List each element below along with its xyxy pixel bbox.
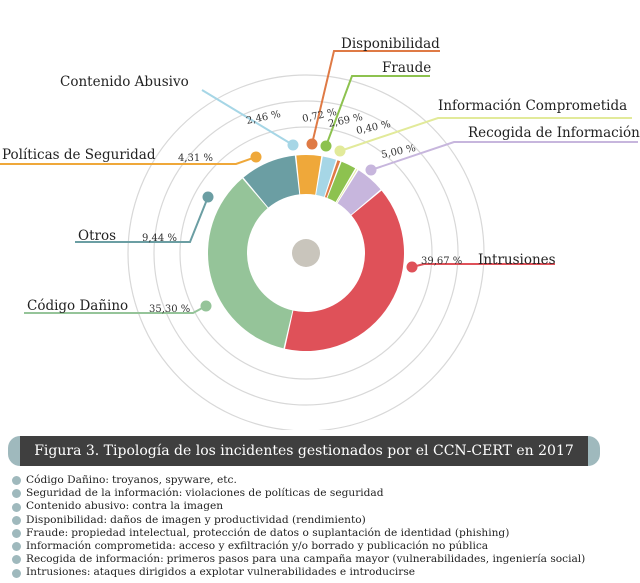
legend-desc: daños de imagen y productividad (rendimi… (110, 513, 366, 526)
legend-desc: propiedad intelectual, protección de dat… (71, 526, 510, 539)
callout-line (339, 117, 632, 152)
legend-item: Seguridad de la información:violaciones … (12, 487, 632, 500)
legend-item: Disponibilidad:daños de imagen y product… (12, 514, 632, 527)
callout-line (311, 50, 440, 145)
callout-dot (334, 145, 346, 157)
category-label: Disponibilidad (341, 36, 440, 52)
legend-term: Código Dañino: (26, 474, 109, 486)
donut-chart: Intrusiones 39,67 % Código Dañino 35,30 % Ot… (0, 36, 640, 430)
legend-term: Seguridad de la información: (26, 487, 183, 500)
bullet-icon (12, 515, 21, 525)
center-dot (292, 239, 320, 267)
callout-dot (250, 151, 262, 163)
callout-dot (200, 300, 212, 312)
callout-dot (287, 139, 299, 151)
legend-desc: ataques dirigidos a explotar vulnerabili… (93, 566, 416, 579)
legend-desc: acceso y exfiltración y/o borrado y publ… (178, 540, 489, 553)
legend-term: Intrusiones: (26, 566, 91, 579)
donut-slice (243, 155, 300, 208)
callout-dot (406, 261, 418, 273)
percent-label: 9,44 % (142, 233, 177, 244)
bullet-icon (12, 528, 21, 538)
legend-term: Fraude: (26, 526, 69, 539)
legend-term: Información comprometida: (26, 540, 176, 553)
legend-term: Recogida de información: (26, 553, 164, 566)
legend-desc: violaciones de políticas de seguridad (185, 487, 384, 500)
donut-slice (327, 161, 356, 202)
bullet-icon (12, 502, 21, 512)
category-label: Políticas de Seguridad (2, 147, 156, 163)
bullet-icon (12, 568, 21, 578)
guide-ring (179, 126, 433, 380)
bullet-icon (12, 476, 21, 486)
bullet-icon (12, 542, 21, 552)
legend-desc: primeros pasos para una campaña mayor (v… (166, 553, 586, 566)
donut-slice (336, 169, 358, 203)
donut-slice (324, 160, 341, 198)
category-label: Otros (78, 228, 116, 244)
bullet-icon (12, 489, 21, 499)
percent-label: 4,31 % (178, 153, 213, 164)
bullet-icon (12, 555, 21, 565)
figure-caption-bar: Figura 3. Tipología de los incidentes ge… (8, 436, 600, 466)
caption-right-cap (588, 436, 600, 466)
category-label: Contenido Abusivo (60, 74, 189, 90)
category-label: Fraude (382, 60, 431, 76)
legend-item: Fraude:propiedad intelectual, protección… (12, 527, 632, 540)
donut-slice (337, 170, 381, 215)
legend-item: Código Dañino:troyanos, spyware, etc. (12, 474, 632, 487)
callout-line (325, 75, 430, 147)
legend-term: Contenido abusivo: (26, 500, 130, 513)
legend-item: Contenido abusivo:contra la imagen (12, 500, 632, 513)
legend-item: Información comprometida:acceso y exfilt… (12, 540, 632, 553)
callout-dot (365, 164, 377, 176)
category-label: Intrusiones (478, 252, 556, 268)
legend-desc: contra la imagen (132, 500, 224, 513)
category-label: Código Dañino (27, 298, 128, 314)
callout-line (75, 196, 209, 243)
donut-slices (208, 155, 404, 351)
legend-desc: troyanos, spyware, etc. (111, 474, 237, 486)
donut-slice (284, 190, 404, 351)
guide-ring (127, 74, 485, 430)
percent-label: 5,00 % (380, 143, 416, 161)
callout-dot (306, 138, 318, 150)
category-label: Recogida de Información (468, 125, 640, 141)
figure-caption: Figura 3. Tipología de los incidentes ge… (20, 436, 588, 466)
legend-term: Disponibilidad: (26, 513, 108, 526)
percent-label: 35,30 % (149, 304, 190, 315)
callout-line (370, 141, 638, 171)
guide-rings (127, 74, 485, 430)
donut-slice (296, 155, 322, 195)
slice-callouts: Intrusiones 39,67 % Código Dañino 35,30 % Ot… (0, 36, 640, 315)
category-label: Información Comprometida (438, 98, 627, 114)
callout-dot (320, 140, 332, 152)
legend-list: Código Dañino:troyanos, spyware, etc. Se… (12, 474, 632, 580)
guide-ring (153, 100, 459, 406)
donut-slice (316, 156, 337, 197)
legend-item: Intrusiones:ataques dirigidos a explotar… (12, 566, 632, 579)
percent-label: 39,67 % (421, 256, 462, 267)
callout-dot (202, 191, 214, 203)
callout-line (201, 89, 294, 146)
legend-item: Recogida de información:primeros pasos p… (12, 553, 632, 566)
callout-line (0, 156, 257, 165)
caption-left-cap (8, 436, 20, 466)
donut-slice (208, 178, 293, 349)
